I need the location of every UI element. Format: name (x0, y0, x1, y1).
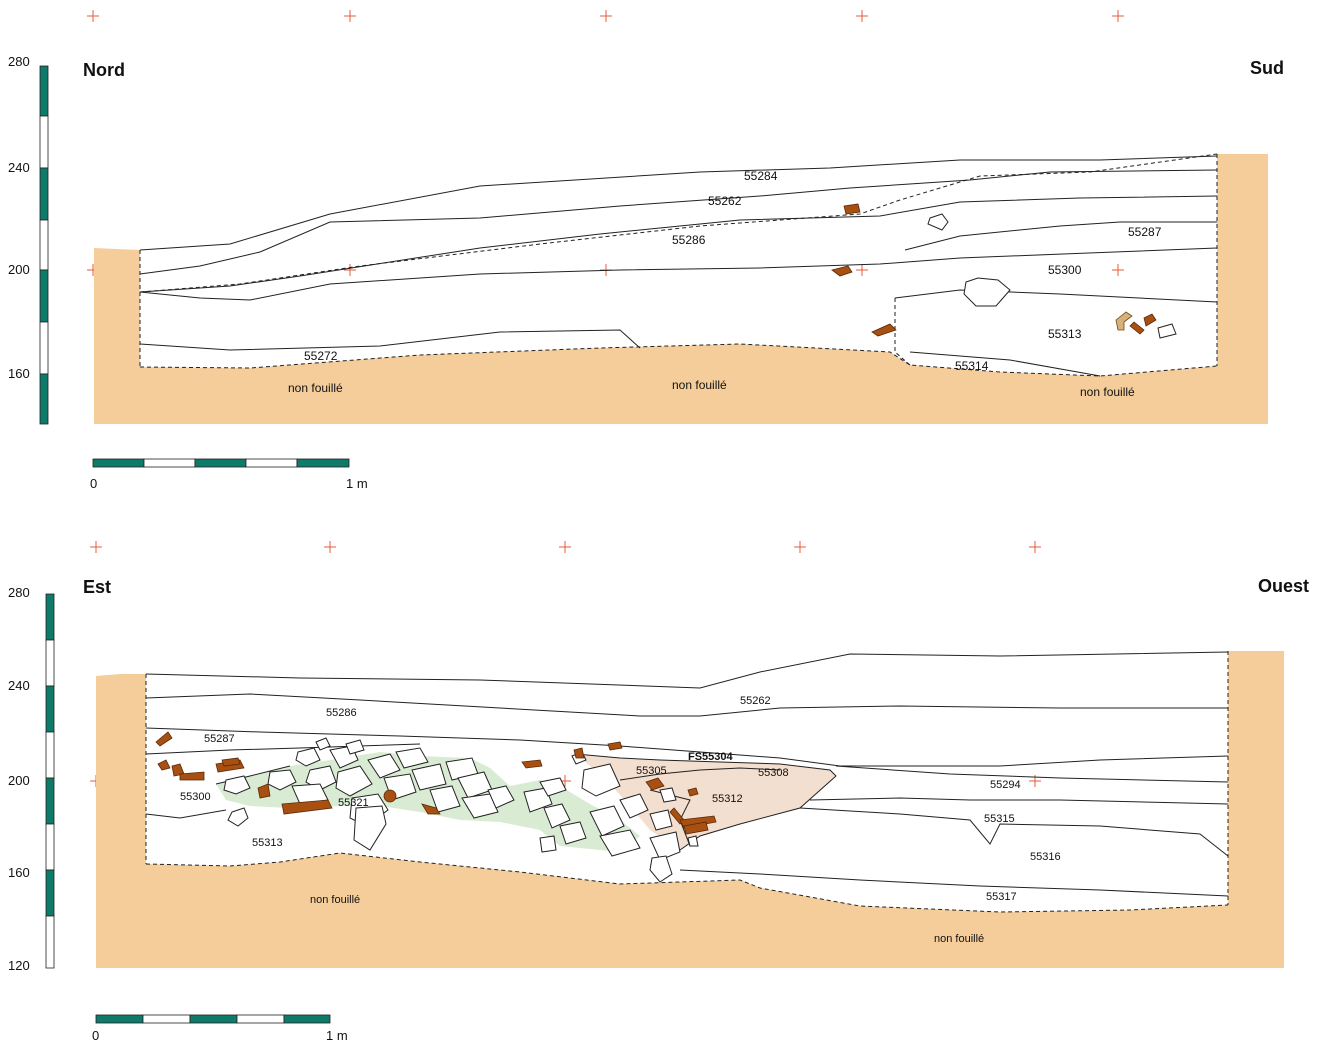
layer-label: 55300 (1048, 263, 1082, 277)
layer-label: 55286 (326, 707, 357, 719)
fill-pink-area (576, 754, 836, 850)
label-north: Nord (83, 60, 125, 80)
unexcavated-area (96, 651, 1284, 968)
layer-label: 55312 (712, 793, 743, 805)
layer-label: 55315 (984, 813, 1015, 825)
tick-label: 200 (8, 262, 30, 277)
tick-label: 240 (8, 678, 30, 693)
tick-label: 160 (8, 366, 30, 381)
layer-label: 55317 (986, 891, 1017, 903)
layer-label: 55286 (672, 233, 706, 247)
section-north-south: 280 240 200 160 Nord Sud (8, 54, 1284, 491)
label-east: Est (83, 577, 111, 597)
layer-label: 55313 (252, 837, 283, 849)
layer-label: 55262 (708, 194, 742, 208)
layer-label: 55313 (1048, 327, 1082, 341)
scale-end: 1 m (346, 476, 368, 491)
layer-label: 55300 (180, 791, 211, 803)
tick-label: 240 (8, 160, 30, 175)
unexcavated-label: non fouillé (934, 933, 984, 945)
layer-label: 55305 (636, 765, 667, 777)
layer-label: 55316 (1030, 851, 1061, 863)
layer-label: 55314 (955, 359, 989, 373)
horizontal-scale-top: 0 1 m (90, 458, 368, 491)
layer-label: 55284 (744, 169, 778, 183)
scale-start: 0 (92, 1028, 99, 1043)
scale-end: 1 m (326, 1028, 348, 1043)
feature-label: FS55304 (688, 751, 734, 763)
stones (223, 737, 699, 883)
section-east-west: 280 240 200 160 120 Est Ouest (8, 576, 1309, 1043)
layer-label: 55262 (740, 695, 771, 707)
layer-label: 55308 (758, 767, 789, 779)
layer-label: 55287 (204, 733, 235, 745)
horizontal-scale-bottom: 0 1 m (92, 1014, 348, 1043)
label-south: Sud (1250, 58, 1284, 78)
tick-label: 280 (8, 54, 30, 69)
layer-label: 55294 (990, 779, 1021, 791)
layer-label: 55287 (1128, 225, 1162, 239)
tick-label: 200 (8, 773, 30, 788)
unexcavated-label: non fouillé (310, 894, 360, 906)
tick-label: 120 (8, 958, 30, 973)
unexcavated-label: non fouillé (672, 378, 727, 392)
scale-start: 0 (90, 476, 97, 491)
bricks (155, 731, 717, 835)
tick-label: 160 (8, 865, 30, 880)
layer-label: 55272 (304, 349, 338, 363)
unexcavated-area (94, 154, 1268, 424)
tick-label: 280 (8, 585, 30, 600)
vertical-scale-bottom: 280 240 200 160 120 (8, 585, 55, 973)
unexcavated-label: non fouillé (1080, 385, 1135, 399)
unexcavated-label: non fouillé (288, 381, 343, 395)
vertical-scale-top: 280 240 200 160 (8, 54, 49, 425)
layer-label: 55321 (338, 797, 369, 809)
label-west: Ouest (1258, 576, 1309, 596)
